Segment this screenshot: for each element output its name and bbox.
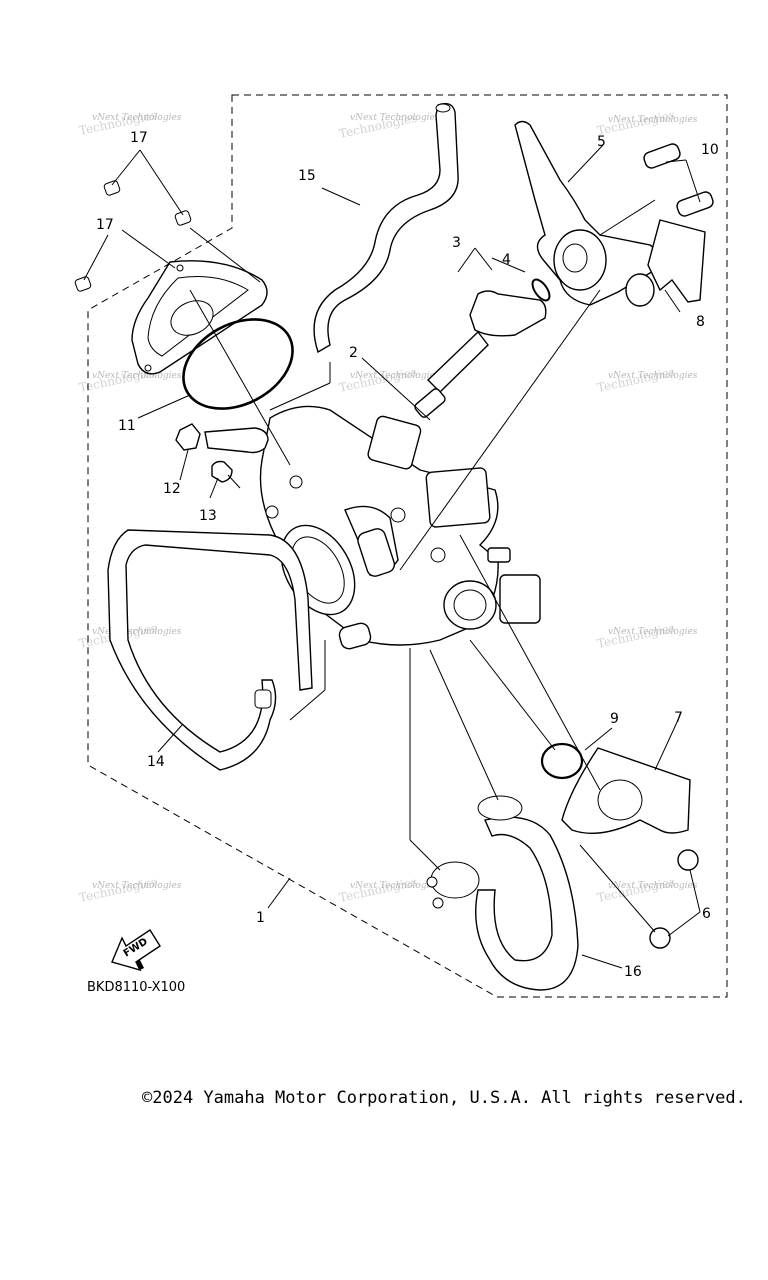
watermark: vNext Technologies (608, 881, 698, 891)
hose-16[interactable] (475, 816, 579, 991)
sensor-7[interactable] (561, 747, 691, 835)
callout-16: 16 (624, 964, 642, 980)
clamp-upper[interactable] (477, 795, 523, 821)
callout-17-left: 17 (96, 217, 114, 233)
fitting-12[interactable] (175, 423, 201, 451)
fuel-rail-5[interactable] (514, 120, 660, 307)
watermark: vNext Technologies (92, 627, 182, 637)
cap-13[interactable] (211, 460, 233, 483)
callout-9: 9 (610, 711, 619, 727)
callout-12: 12 (163, 481, 181, 497)
throttle-body[interactable] (259, 405, 541, 650)
watermark: vNext Technologies (350, 371, 440, 381)
watermark: vNext Technologies (350, 113, 440, 123)
injector-3[interactable] (413, 290, 547, 419)
clamp-lower[interactable] (426, 861, 480, 909)
callout-3: 3 (452, 235, 461, 251)
watermark: vNext Technologies (350, 881, 440, 891)
callout-7: 7 (674, 710, 683, 726)
watermark: vNext Technologies (608, 627, 698, 637)
o-ring-11[interactable] (168, 301, 308, 426)
hose-nipple[interactable] (204, 427, 269, 454)
screws-17[interactable] (74, 180, 192, 292)
watermark: vNext Technologies (608, 371, 698, 381)
callout-10: 10 (701, 142, 719, 158)
watermark: vNext Technologies (608, 115, 698, 125)
callout-8: 8 (696, 314, 705, 330)
callout-14: 14 (147, 754, 165, 770)
callout-labels: 1 2 3 4 5 6 7 8 9 10 11 12 13 14 15 16 1… (96, 130, 719, 980)
callout-1: 1 (256, 910, 265, 926)
callout-17-top: 17 (130, 130, 148, 146)
callout-13: 13 (199, 508, 217, 524)
watermark: vNext Technologies (92, 113, 182, 123)
o-ring-4[interactable] (529, 277, 553, 304)
watermark: vNext Technologies (92, 371, 182, 381)
hose-15[interactable] (313, 102, 459, 354)
throttle-cover[interactable] (131, 260, 268, 375)
callout-4: 4 (502, 252, 511, 268)
callout-6: 6 (702, 906, 711, 922)
callout-15: 15 (298, 168, 316, 184)
copyright-notice: ©2024 Yamaha Motor Corporation, U.S.A. A… (142, 1088, 746, 1108)
callout-11: 11 (118, 418, 136, 434)
screws-6[interactable] (649, 849, 699, 949)
callout-5: 5 (597, 134, 606, 150)
leader-lines (83, 144, 701, 969)
fwd-arrow-icon: FWD (111, 929, 161, 972)
callout-2: 2 (349, 345, 358, 361)
bracket-8[interactable] (647, 219, 706, 303)
watermark: vNext Technologies (92, 881, 182, 891)
diagram-code: BKD8110-X100 (87, 980, 185, 995)
o-ring-9[interactable] (540, 742, 584, 780)
hose-14[interactable] (107, 529, 313, 771)
screws-10[interactable] (642, 142, 714, 217)
